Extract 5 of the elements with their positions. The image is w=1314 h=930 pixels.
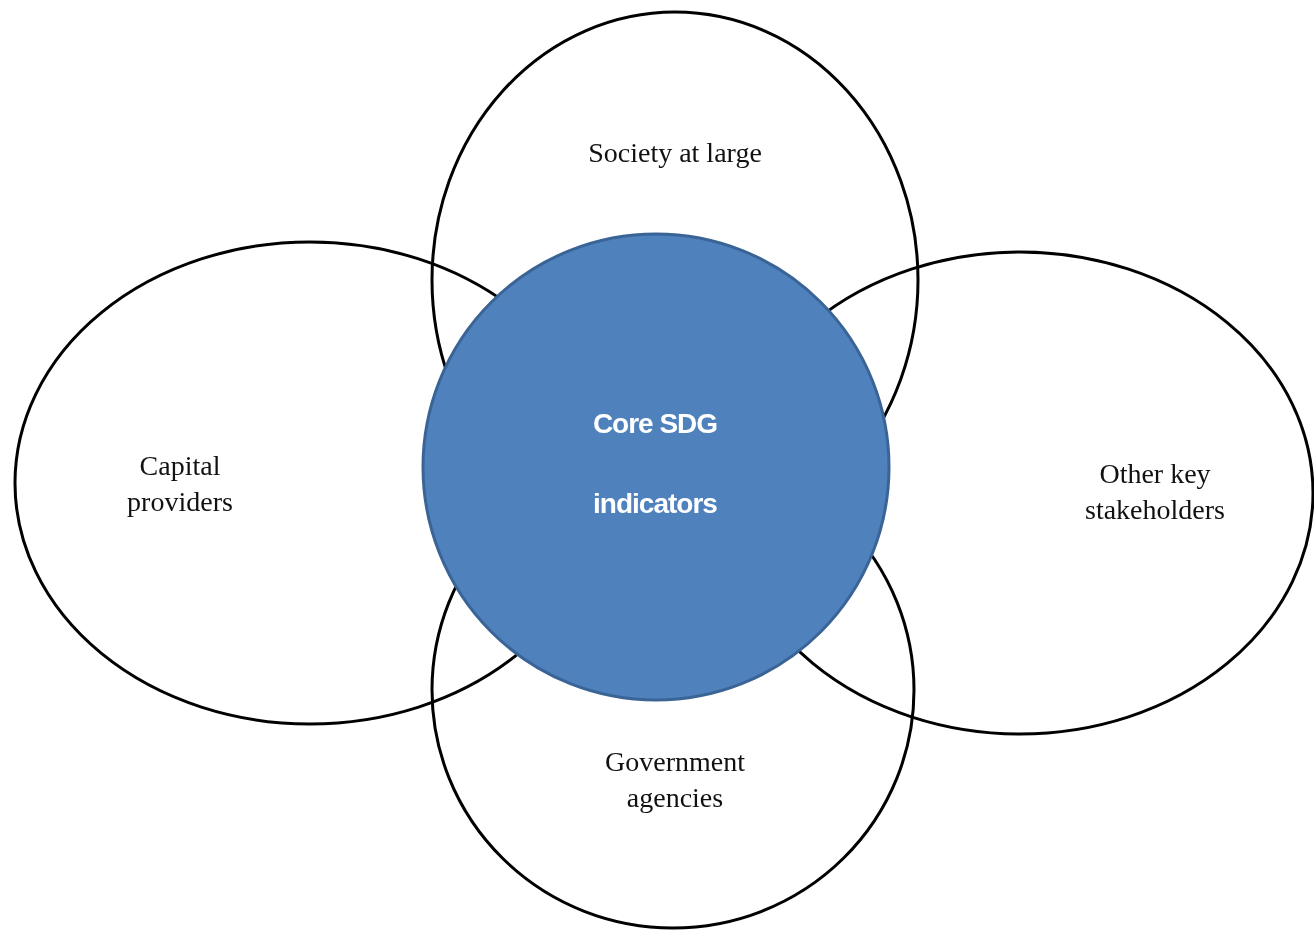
circle-label: Core SDG indicators <box>591 407 719 521</box>
circle-label: Society at large <box>587 136 763 170</box>
circle-label: Capital providers <box>126 449 234 519</box>
circle-label: Government agencies <box>604 745 746 815</box>
circle-label: Other key stakeholders <box>1084 457 1226 527</box>
